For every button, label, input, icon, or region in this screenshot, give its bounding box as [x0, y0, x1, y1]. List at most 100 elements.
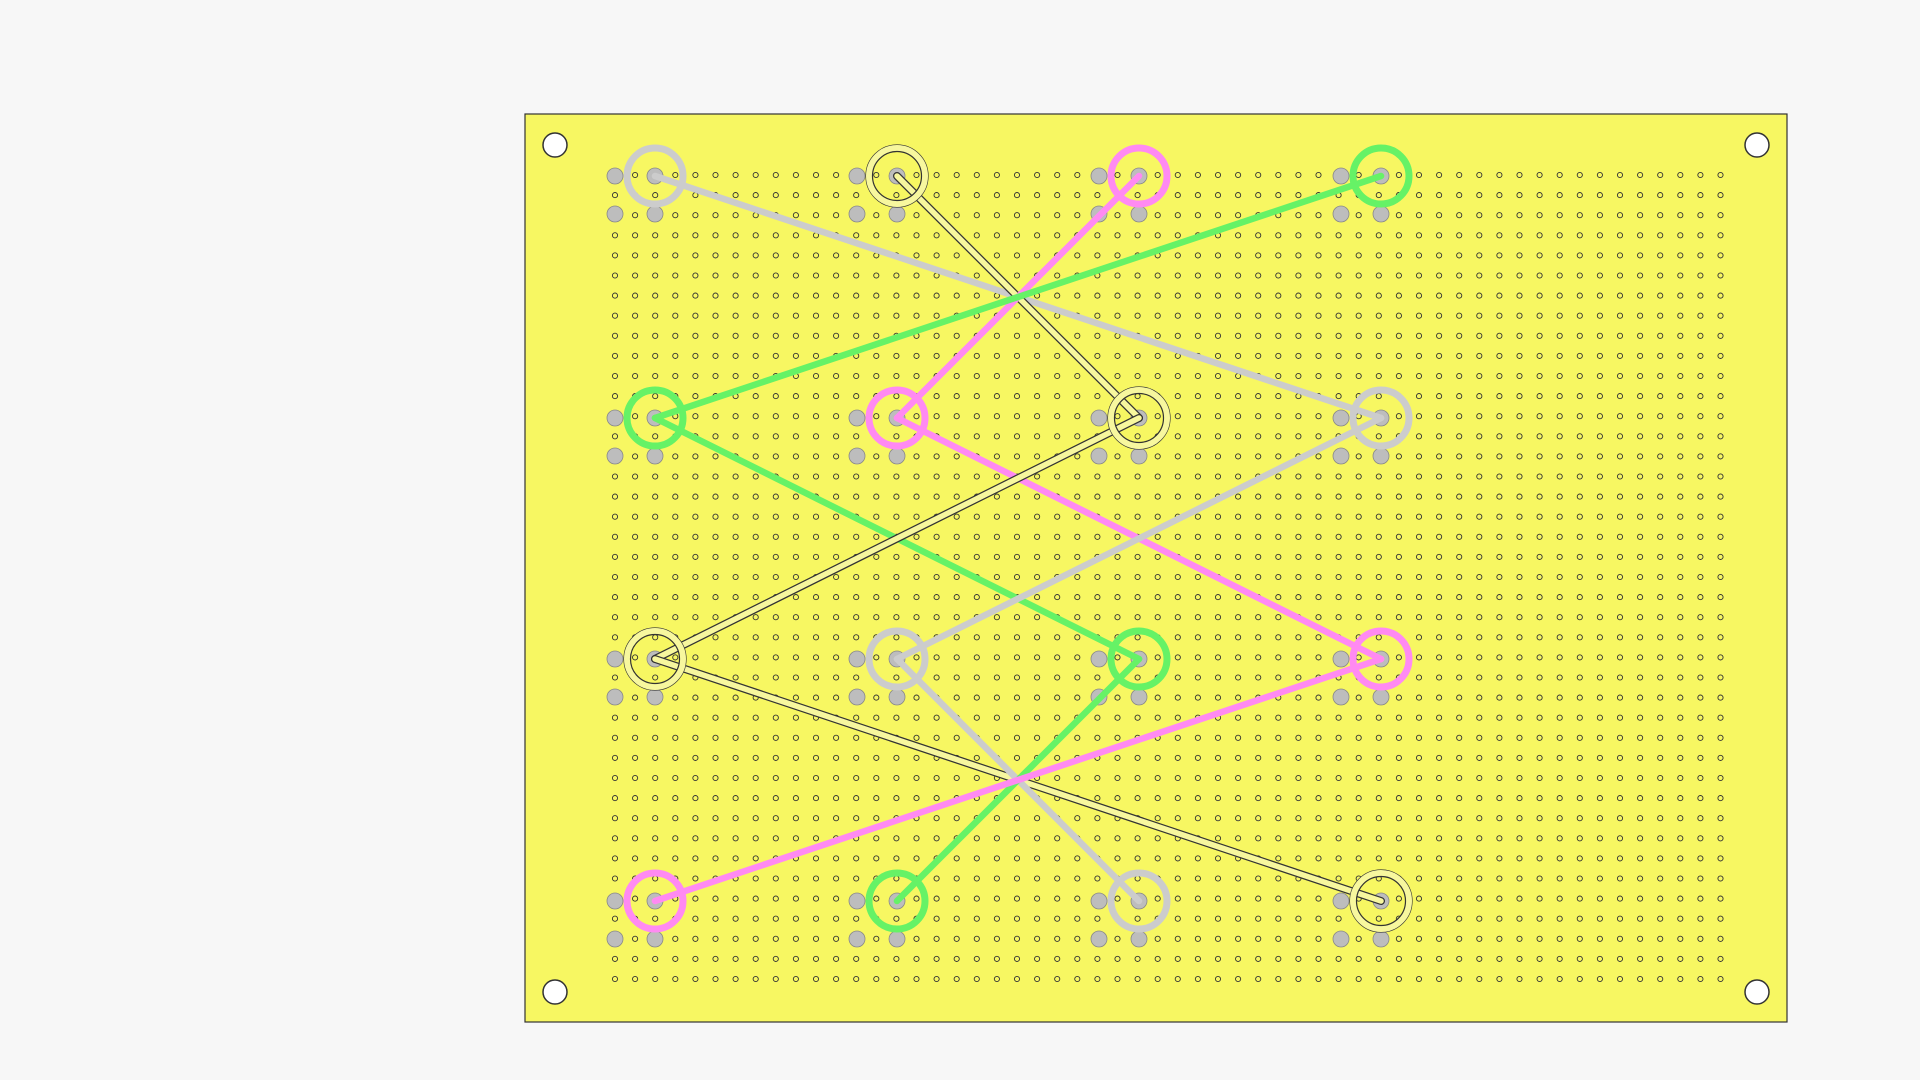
- hole: [1536, 372, 1543, 380]
- hole: [752, 935, 759, 942]
- hole: [1013, 895, 1021, 902]
- hole: [853, 855, 860, 862]
- hole: [1637, 473, 1644, 480]
- hole: [1456, 272, 1463, 279]
- hole: [1235, 754, 1242, 761]
- hole: [933, 795, 940, 802]
- hole: [1436, 232, 1443, 239]
- hole: [772, 774, 779, 782]
- hole: [833, 272, 840, 279]
- hole: [1415, 694, 1423, 701]
- hole: [1657, 573, 1664, 581]
- hole: [1496, 513, 1503, 520]
- hole: [632, 312, 639, 319]
- hole: [812, 754, 820, 761]
- hole: [1074, 292, 1081, 299]
- hole: [913, 171, 920, 179]
- hole: [1697, 473, 1704, 480]
- hole: [1315, 835, 1322, 842]
- hole: [1375, 372, 1382, 380]
- solder-pad: [888, 205, 906, 223]
- hole: [1094, 352, 1101, 359]
- hole: [1476, 815, 1483, 822]
- hole: [1456, 393, 1463, 400]
- hole: [1536, 171, 1543, 179]
- hole: [1556, 312, 1563, 319]
- hole: [1154, 272, 1161, 279]
- hole: [1194, 332, 1201, 339]
- hole: [833, 855, 840, 862]
- hole: [1375, 855, 1382, 862]
- hole: [1255, 754, 1262, 761]
- hole: [1697, 192, 1704, 199]
- hole: [1637, 855, 1644, 862]
- hole: [1375, 352, 1382, 359]
- hole: [1697, 855, 1704, 862]
- hole: [1476, 875, 1483, 882]
- hole: [712, 754, 719, 761]
- hole: [1013, 915, 1021, 922]
- hole: [1677, 654, 1684, 661]
- hole: [873, 352, 880, 359]
- hole: [692, 795, 699, 802]
- hole: [1516, 573, 1523, 581]
- hole: [833, 533, 840, 540]
- hole: [1717, 493, 1724, 500]
- hole: [1174, 372, 1181, 380]
- hole: [732, 493, 739, 500]
- hole: [1074, 192, 1081, 199]
- hole: [1536, 855, 1543, 862]
- solder-pad: [1332, 205, 1350, 223]
- hole: [1415, 654, 1423, 661]
- hole: [1677, 694, 1684, 701]
- hole: [1456, 734, 1463, 741]
- hole: [792, 795, 799, 802]
- hole: [1013, 815, 1021, 822]
- hole: [913, 413, 920, 420]
- hole: [1114, 252, 1121, 259]
- hole: [672, 815, 679, 822]
- hole: [1094, 573, 1101, 581]
- hole: [752, 252, 759, 259]
- hole: [712, 352, 719, 359]
- hole: [1657, 212, 1664, 219]
- hole: [1576, 654, 1583, 661]
- hole: [812, 332, 820, 339]
- hole: [1415, 795, 1423, 802]
- hole: [1516, 734, 1523, 741]
- hole: [1295, 674, 1302, 681]
- hole: [1315, 473, 1322, 480]
- hole: [1677, 855, 1684, 862]
- hole: [1536, 352, 1543, 359]
- wire-gray: [893, 414, 1385, 663]
- hole: [1315, 935, 1322, 942]
- hole: [611, 553, 619, 560]
- hole: [1516, 594, 1523, 601]
- hole: [1576, 694, 1583, 701]
- hole: [1114, 835, 1121, 842]
- hole: [893, 192, 900, 199]
- hole: [933, 192, 940, 199]
- hole: [652, 372, 659, 380]
- hole: [1596, 192, 1603, 199]
- hole: [1697, 272, 1704, 279]
- hole: [1556, 835, 1563, 842]
- hole: [712, 473, 719, 480]
- hole: [1456, 795, 1463, 802]
- hole: [1074, 935, 1081, 942]
- hole: [913, 694, 920, 701]
- hole: [993, 895, 1000, 902]
- hole: [1275, 975, 1282, 983]
- hole: [772, 955, 779, 962]
- hole: [1456, 774, 1463, 782]
- hole: [1415, 171, 1423, 179]
- hole: [812, 252, 820, 259]
- hole: [1496, 352, 1503, 359]
- hole: [812, 513, 820, 520]
- hole: [1094, 292, 1101, 299]
- hole: [1576, 594, 1583, 601]
- hole: [652, 192, 659, 199]
- hole: [1315, 795, 1322, 802]
- hole: [672, 252, 679, 259]
- hole: [853, 975, 860, 983]
